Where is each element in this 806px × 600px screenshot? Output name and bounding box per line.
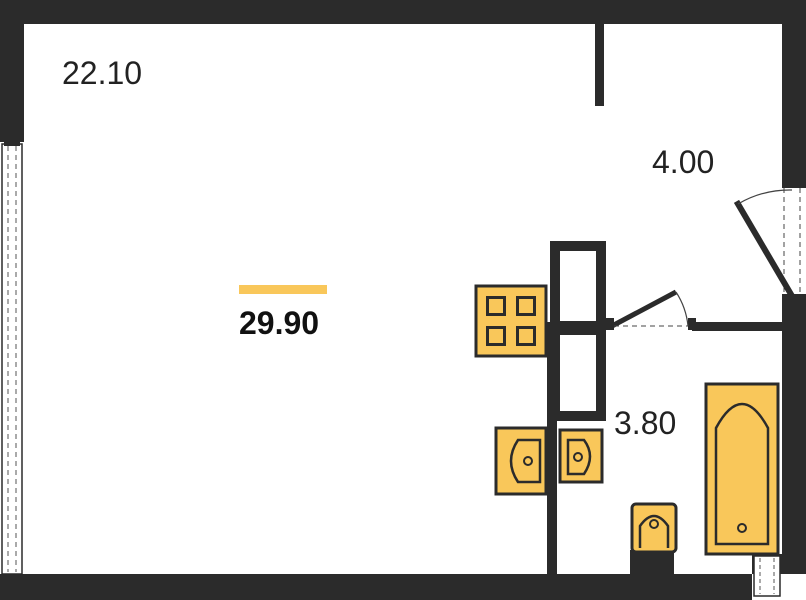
bottom-right-window: [753, 555, 781, 597]
bath-partition-horizontal: [692, 322, 782, 331]
room-area-main: 22.10: [62, 55, 142, 91]
kitchen-sink: [494, 426, 548, 496]
cooktop: [474, 284, 548, 358]
right-wall-mid: [782, 298, 806, 554]
washbasin: [558, 428, 604, 484]
bottom-wall: [0, 574, 752, 600]
left-wall-upper: [0, 0, 24, 142]
top-wall: [0, 0, 806, 24]
bath-partition-vertical: [547, 322, 557, 574]
door-jamb-left: [604, 318, 614, 330]
left-window: [1, 140, 23, 575]
room-area-bath: 3.80: [614, 405, 676, 441]
room-area-hall: 4.00: [652, 144, 714, 180]
entrance-door: [733, 180, 806, 302]
top-partition-stub: [595, 24, 604, 106]
total-area: 29.90: [239, 305, 319, 341]
wardrobe-lower: [550, 325, 606, 421]
wardrobe-upper: [550, 241, 606, 331]
interior-walls: [547, 24, 782, 574]
toilet: [630, 502, 678, 574]
bathroom-door: [610, 289, 689, 329]
bathtub: [704, 382, 780, 556]
right-wall-upper: [782, 0, 806, 186]
wardrobe: [550, 241, 606, 421]
total-area-accent: [239, 285, 327, 294]
door-jamb-right: [688, 318, 696, 330]
